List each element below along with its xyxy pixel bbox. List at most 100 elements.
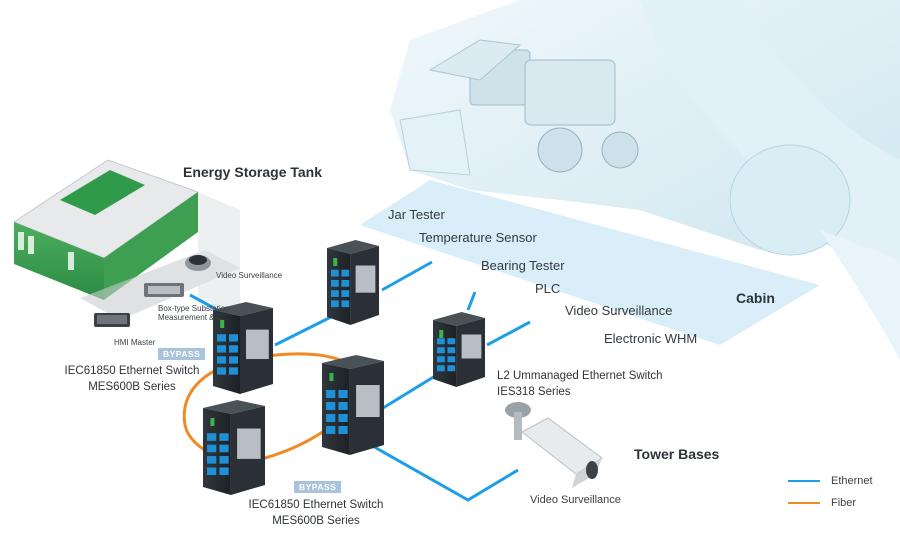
ies318-switch-port-1 — [437, 347, 445, 354]
mes600b-top-line1: IEC61850 Ethernet Switch — [64, 365, 200, 377]
mes600b-bottom-switch-led — [210, 418, 215, 426]
ies318-switch-port-b-0 — [447, 338, 456, 345]
hmi-master-label: HMI Master — [114, 338, 156, 347]
mes600b-bottom-line1: IEC61850 Ethernet Switch — [248, 499, 384, 511]
mes600b-top-switch — [213, 302, 273, 394]
mes600b-top-label: IEC61850 Ethernet Switch MES600B Series — [52, 364, 212, 395]
mes600b-top-switch-port-2 — [217, 356, 226, 364]
mes600b-top-switch-led — [220, 320, 225, 328]
mes600b-top-switch-port-0 — [217, 334, 226, 342]
plc-label: PLC — [535, 281, 561, 296]
mes600b-center-switch-port-b-1 — [338, 402, 348, 410]
box-substation-label: Box-type Substation Measurement & C... — [158, 304, 230, 323]
cabin-switch-port-1 — [331, 279, 339, 287]
jar-tester-label: Jar Tester — [388, 207, 445, 222]
video-surveillance-cabin-label: Video Surveillance — [565, 303, 673, 318]
surveillance-camera-icon — [505, 402, 603, 488]
eth-ies318-to-temperature — [466, 291, 477, 311]
mes600b-bottom-switch-port-b-0 — [219, 433, 229, 441]
bypass-badge-bottom: BYPASS — [294, 481, 342, 493]
ies318-line2: IES318 Series — [497, 385, 571, 398]
bearing-tester-label: Bearing Tester — [481, 258, 565, 273]
video-surveillance-tank-label: Video Surveillance — [216, 271, 283, 280]
mes600b-center-switch-port-b-2 — [338, 414, 348, 422]
mes600b-bottom-switch — [203, 400, 265, 495]
cabin-switch-port-2 — [331, 290, 339, 297]
ies318-switch-port-0 — [437, 338, 445, 345]
mes600b-center-switch-top — [322, 355, 384, 369]
ies318-switch-port-b-2 — [447, 356, 456, 363]
cabin-switch-label-plate — [355, 265, 376, 293]
cabin-switch-port-b-2 — [341, 290, 350, 297]
ies318-line1: L2 Ummanaged Ethernet Switch — [497, 370, 663, 382]
cabin-heading: Cabin — [736, 290, 775, 306]
cabin-switch-top — [327, 240, 379, 254]
mes600b-bottom-switch-port-2 — [207, 456, 217, 464]
mes600b-center-switch-label-plate — [356, 385, 380, 417]
ies318-switch-label-plate — [461, 334, 482, 359]
eth-top-switch-to-cabin-switch — [274, 313, 336, 347]
mes600b-bottom-switch-port-b-1 — [219, 444, 229, 453]
substation-devices — [94, 255, 211, 327]
ies318-switch-port-2 — [437, 356, 445, 363]
mes600b-center-switch-port-2 — [326, 414, 336, 422]
eth-center-switch-to-ies318 — [382, 371, 441, 410]
legend-ethernet-label: Ethernet — [831, 475, 873, 487]
cabin-switch-port-3 — [331, 300, 339, 308]
cabin-switch-port-b-1 — [341, 279, 350, 287]
ies318-label: L2 Ummanaged Ethernet Switch IES318 Seri… — [497, 369, 663, 400]
mes600b-bottom-line2: MES600B Series — [272, 514, 360, 527]
legend-fiber-label: Fiber — [831, 497, 857, 509]
mes600b-bottom-label: IEC61850 Ethernet Switch MES600B Series — [236, 498, 396, 529]
ies318-switch-port-b-1 — [447, 347, 456, 354]
mes600b-top-switch-port-b-2 — [229, 356, 238, 364]
energy-storage-tank-heading: Energy Storage Tank — [183, 164, 323, 180]
cabin-panel — [360, 180, 820, 345]
mes600b-bottom-switch-port-0 — [207, 433, 217, 441]
ies318-switch-top — [433, 312, 485, 326]
eth-cabin-switch-to-jar-tester — [381, 260, 433, 292]
ies318-switch-port-b-3 — [447, 365, 456, 372]
ies318-switch-port-3 — [437, 365, 445, 372]
mes600b-bottom-switch-port-b-2 — [219, 456, 229, 464]
ies318-switch-front — [433, 320, 457, 387]
cabin-switch — [327, 240, 379, 325]
ies318-switch — [433, 312, 485, 387]
video-surveillance-tower-label: Video Surveillance — [530, 494, 621, 506]
mes600b-top-switch-top — [213, 302, 273, 316]
mes600b-center-switch-port-3 — [326, 426, 336, 434]
mes600b-bottom-switch-top — [203, 400, 265, 414]
mes600b-center-switch-port-b-3 — [338, 426, 348, 434]
bypass-badge-top: BYPASS — [158, 348, 206, 360]
mes600b-center-switch-port-0 — [326, 390, 336, 398]
mes600b-bottom-switch-label-plate — [237, 428, 261, 459]
tower-bases-heading: Tower Bases — [634, 446, 720, 462]
mes600b-top-switch-label-plate — [246, 329, 269, 360]
mes600b-top-switch-port-b-1 — [229, 345, 238, 353]
cabin-switch-port-0 — [331, 269, 339, 277]
mes600b-bottom-switch-port-1 — [207, 444, 217, 453]
mes600b-top-switch-port-3 — [217, 367, 226, 375]
legend — [788, 480, 820, 504]
electronic-whm-label: Electronic WHM — [604, 331, 698, 346]
cabin-switch-port-b-0 — [341, 269, 350, 277]
switches — [203, 240, 485, 495]
mes600b-top-switch-port-b-0 — [229, 334, 238, 342]
energy-storage-tank-illustration — [12, 159, 240, 320]
mes600b-top-switch-port-b-3 — [229, 367, 238, 375]
wind-turbine-illustration — [390, 0, 900, 360]
mes600b-center-switch-led — [329, 373, 334, 381]
cabin-switch-led — [333, 258, 338, 266]
ies318-switch-led — [439, 330, 444, 338]
eth-center-switch-to-tower — [361, 438, 519, 502]
temperature-sensor-label: Temperature Sensor — [419, 230, 537, 245]
mes600b-top-switch-port-1 — [217, 345, 226, 353]
cabin-switch-port-b-3 — [341, 300, 350, 308]
mes600b-center-switch-port-b-0 — [338, 390, 348, 398]
mes600b-center-switch — [322, 355, 384, 455]
eth-ies318-to-cabin — [486, 320, 531, 347]
mes600b-bottom-switch-port-3 — [207, 467, 217, 476]
mes600b-center-switch-port-1 — [326, 402, 336, 410]
